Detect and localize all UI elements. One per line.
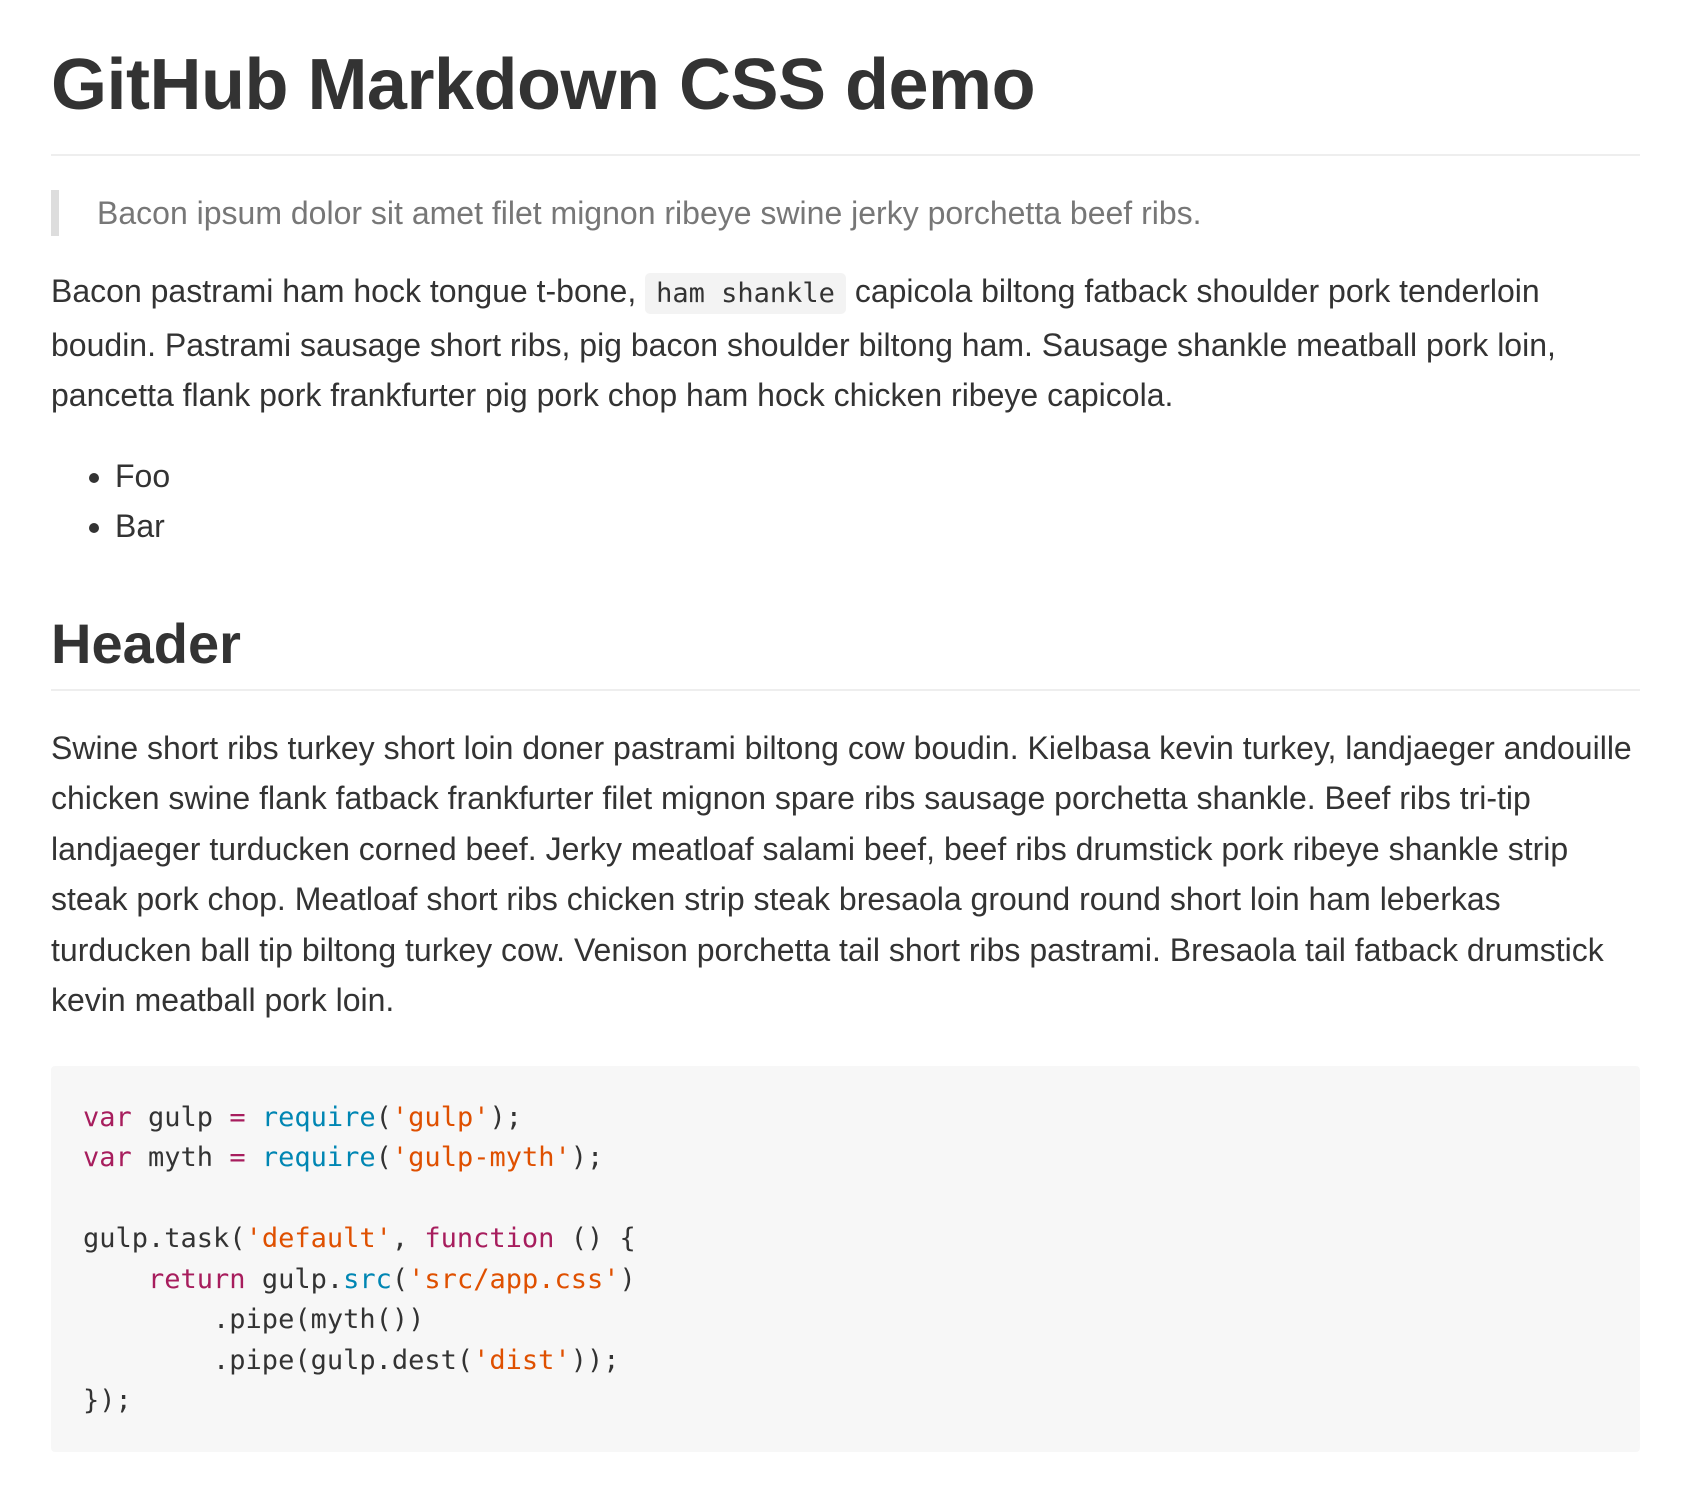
code-token-kw: var [83,1101,132,1133]
code-token-kw: return [148,1263,246,1295]
markdown-body: GitHub Markdown CSS demo Bacon ipsum dol… [51,0,1640,1452]
intro-text-end: capicola biltong fatback shoulder pork t… [51,273,1556,413]
code-line: .pipe(gulp.dest('dist')); [83,1341,1608,1382]
code-token-plain: gulp. [245,1263,344,1295]
list-item: Foo [115,451,1640,501]
bullet-list: Foo Bar [51,451,1640,551]
code-token-fn: require [261,1101,376,1133]
code-token-plain: () { [554,1223,636,1254]
code-token-str: 'default' [245,1223,392,1254]
code-token-plain: ( [375,1142,392,1173]
code-line: var gulp = require('gulp'); [83,1098,1608,1139]
intro-paragraph: Bacon pastrami ham hock tongue t-bone, h… [51,266,1640,421]
code-line: }); [83,1381,1608,1422]
intro-text-start: Bacon pastrami ham hock tongue t-bone, [51,273,646,309]
code-token-op: = [229,1142,246,1173]
code-token-fn: require [261,1142,376,1173]
code-token-plain [83,1264,148,1295]
code-token-kw: function [424,1223,555,1254]
code-token-plain [246,1102,262,1133]
code-line: return gulp.src('src/app.css') [83,1260,1608,1301]
code-token-plain: gulp [131,1101,230,1133]
code-token-str: 'gulp' [391,1101,490,1133]
code-token-plain: ( [391,1263,409,1295]
code-line: var myth = require('gulp-myth'); [83,1138,1608,1179]
blockquote: Bacon ipsum dolor sit amet filet mignon … [51,190,1640,236]
code-line: ​ [83,1179,1608,1220]
code-token-fn: src [343,1263,392,1295]
code-token-plain: ); [489,1101,522,1133]
code-token-plain [246,1142,262,1173]
inline-code: ham shankle [645,273,846,314]
page-title: GitHub Markdown CSS demo [51,0,1640,156]
code-token-kw: var [83,1142,132,1173]
code-token-plain: .pipe(gulp.dest( [83,1344,474,1376]
body-paragraph: Swine short ribs turkey short loin doner… [51,729,1632,1019]
code-token-str: 'dist' [473,1344,571,1376]
list-item: Bar [115,501,1640,551]
code-token-plain: ( [375,1101,392,1133]
code-token-str: 'gulp-myth' [391,1142,571,1173]
code-token-plain: )); [570,1344,620,1376]
code-line: .pipe(myth()) [83,1300,1608,1341]
code-token-plain: ) [619,1263,636,1295]
code-token-plain: }); [83,1385,132,1416]
code-block: var gulp = require('gulp');var myth = re… [51,1065,1640,1452]
section-header: Header [51,615,1640,691]
code-token-op: = [229,1101,246,1133]
code-token-plain: ); [570,1142,604,1173]
code-line: gulp.task('default', function () { [83,1219,1608,1260]
code-token-plain: myth [131,1142,230,1173]
code-token-plain: gulp.task( [83,1223,246,1254]
code-token-plain: .pipe(myth()) [83,1304,425,1335]
code-token-str: 'src/app.css' [408,1263,620,1295]
code-token-plain: , [391,1223,425,1254]
